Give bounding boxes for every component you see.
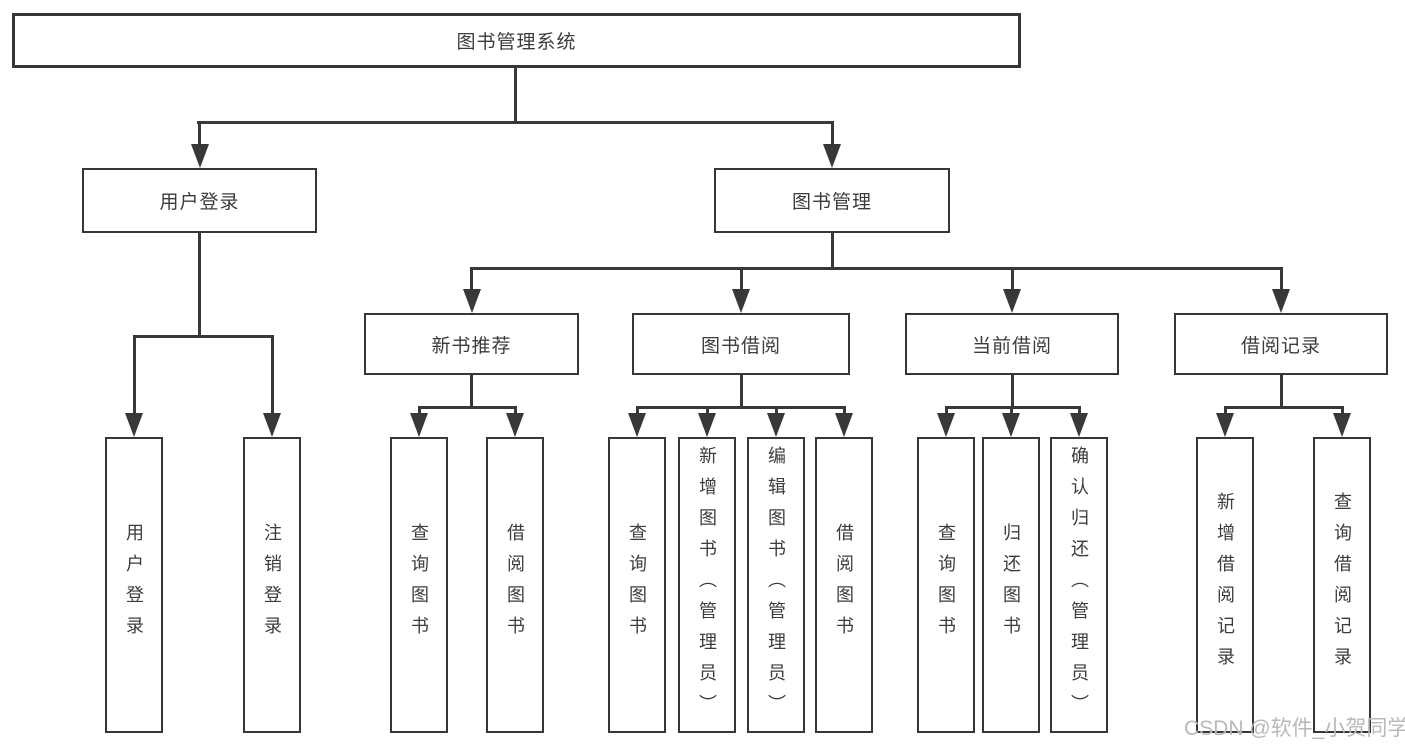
connector-line	[470, 375, 473, 409]
connector-line	[1340, 406, 1344, 416]
connector-line	[1279, 267, 1283, 292]
leaf-label: 确认归还（管理员）	[1069, 445, 1089, 725]
node-label: 用户登录	[159, 192, 240, 213]
leaf-query-books-2: 查询图书	[608, 437, 666, 733]
arrow-down-icon	[462, 289, 481, 313]
connector-line	[842, 406, 846, 416]
node-user-login: 用户登录	[82, 168, 317, 233]
connector-line	[417, 406, 517, 409]
arrow-down-icon	[835, 413, 853, 437]
leaf-borrow-books: 借阅图书	[486, 437, 544, 733]
connector-line	[830, 233, 834, 270]
connector-line	[705, 406, 709, 416]
node-book-borrow: 图书借阅	[632, 313, 850, 375]
arrow-down-icon	[506, 413, 524, 437]
arrow-down-icon	[767, 413, 785, 437]
connector-line	[1223, 406, 1227, 416]
node-book-management: 图书管理	[714, 168, 950, 233]
connector-line	[830, 121, 834, 147]
leaf-edit-books-admin: 编辑图书（管理员）	[747, 437, 805, 733]
leaf-confirm-return-admin: 确认归还（管理员）	[1050, 437, 1108, 733]
node-borrow-records: 借阅记录	[1174, 313, 1388, 375]
node-current-borrow: 当前借阅	[905, 313, 1119, 375]
connector-line	[270, 335, 274, 416]
node-label: 新书推荐	[431, 335, 512, 357]
connector-line	[635, 406, 846, 409]
leaf-user-login: 用户登录	[105, 437, 163, 733]
arrow-down-icon	[190, 144, 209, 168]
arrow-down-icon	[698, 413, 716, 437]
connector-line	[1010, 375, 1014, 409]
arrow-down-icon	[1002, 413, 1020, 437]
connector-line	[774, 406, 778, 416]
connector-line	[1223, 406, 1344, 409]
arrow-down-icon	[1272, 289, 1290, 313]
arrow-down-icon	[1070, 413, 1088, 437]
connector-line	[196, 121, 834, 124]
arrow-down-icon	[1003, 289, 1021, 313]
node-label: 图书借阅	[700, 335, 781, 357]
leaf-label: 注销登录	[262, 523, 282, 647]
leaf-label: 编辑图书（管理员）	[766, 445, 786, 725]
node-label: 当前借阅	[971, 335, 1052, 357]
leaf-label: 新增借阅记录	[1215, 492, 1235, 678]
leaf-label: 归还图书	[1001, 523, 1021, 647]
leaf-label: 用户登录	[124, 523, 144, 647]
connector-line	[635, 406, 639, 416]
connector-line	[132, 335, 136, 416]
leaf-add-borrow-record: 新增借阅记录	[1196, 437, 1254, 733]
connector-line	[417, 406, 421, 416]
connector-line	[513, 68, 517, 121]
node-label: 图书管理系统	[456, 32, 577, 53]
connector-line	[739, 375, 743, 409]
leaf-logout: 注销登录	[243, 437, 301, 733]
arrow-down-icon	[1216, 413, 1234, 437]
connector-line	[1009, 406, 1013, 416]
leaf-return-books: 归还图书	[982, 437, 1040, 733]
arrow-down-icon	[823, 144, 841, 168]
connector-line	[1010, 267, 1014, 292]
arrow-down-icon	[125, 413, 143, 437]
leaf-label: 新增图书（管理员）	[697, 445, 717, 725]
connector-line	[1279, 375, 1283, 409]
connector-line	[132, 335, 274, 338]
arrow-down-icon	[410, 413, 428, 437]
connector-line	[470, 267, 1282, 270]
leaf-query-books: 查询图书	[390, 437, 448, 733]
leaf-label: 借阅图书	[834, 523, 854, 647]
arrow-down-icon	[1333, 413, 1351, 437]
node-label: 借阅记录	[1240, 335, 1321, 357]
connector-line	[944, 406, 948, 416]
connector-line	[944, 406, 1081, 409]
node-new-book-recommend: 新书推荐	[364, 313, 579, 375]
leaf-label: 查询借阅记录	[1332, 492, 1352, 678]
connector-line	[739, 267, 743, 292]
leaf-borrow-books-2: 借阅图书	[815, 437, 873, 733]
connector-line	[198, 121, 201, 147]
leaf-query-books-3: 查询图书	[917, 437, 975, 733]
connector-line	[513, 406, 517, 416]
leaf-add-books-admin: 新增图书（管理员）	[678, 437, 736, 733]
arrow-down-icon	[263, 413, 281, 437]
leaf-label: 查询图书	[627, 523, 647, 647]
connector-line	[470, 267, 473, 292]
leaf-label: 借阅图书	[505, 523, 525, 647]
watermark: CSDN @软件_小贺同学	[1184, 717, 1405, 740]
arrow-down-icon	[628, 413, 646, 437]
leaf-label: 查询图书	[409, 523, 429, 647]
arrow-down-icon	[732, 289, 750, 313]
node-label: 图书管理	[791, 192, 872, 213]
arrow-down-icon	[937, 413, 955, 437]
connector-line	[198, 233, 201, 338]
node-library-system: 图书管理系统	[12, 13, 1021, 68]
connector-line	[1077, 406, 1081, 416]
leaf-query-borrow-record: 查询借阅记录	[1313, 437, 1371, 733]
leaf-label: 查询图书	[936, 523, 956, 647]
